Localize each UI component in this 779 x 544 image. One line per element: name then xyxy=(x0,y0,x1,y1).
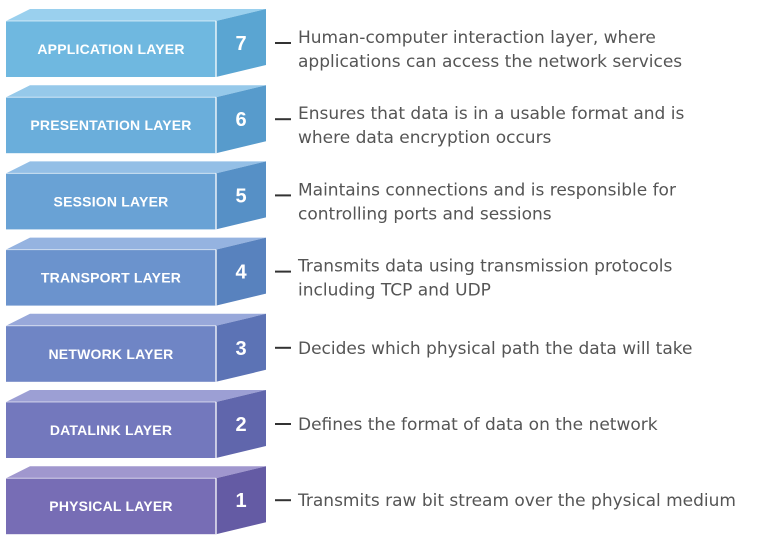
layer-side-face xyxy=(216,390,266,458)
layer-side-face xyxy=(216,237,266,306)
layer-name: APPLICATION LAYER xyxy=(37,41,184,57)
layer-top-face xyxy=(6,161,266,174)
layer-front-face xyxy=(6,402,216,458)
layer-side-face xyxy=(216,161,266,230)
layer-name: PRESENTATION LAYER xyxy=(30,117,191,133)
layer-description-line: Ensures that data is in a usable format … xyxy=(298,104,684,124)
layer-front-face xyxy=(6,21,216,77)
layer-number: 5 xyxy=(235,185,246,207)
layer-front-face xyxy=(6,478,216,535)
layer-description-line: Transmits data using transmission protoc… xyxy=(297,257,673,277)
layer-front-face xyxy=(6,173,216,230)
layer-top-face xyxy=(6,85,266,98)
layer-side-face xyxy=(216,466,266,535)
layer-side-face xyxy=(216,85,266,154)
layer-side-face xyxy=(216,9,266,77)
layer-4: TRANSPORT LAYER 4 Transmits data using tra… xyxy=(6,237,673,306)
layer-top-face xyxy=(6,390,266,402)
layer-name: NETWORK LAYER xyxy=(49,346,174,362)
layer-name: TRANSPORT LAYER xyxy=(41,270,181,286)
layer-top-face xyxy=(6,9,266,21)
layer-top-face xyxy=(6,466,266,479)
layer-3: NETWORK LAYER 3 Decides which physical pat… xyxy=(6,313,692,382)
layer-number: 3 xyxy=(235,338,246,360)
layer-description-line: Transmits raw bit stream over the physic… xyxy=(297,491,736,511)
layer-5: SESSION LAYER 5 Maintains connections and … xyxy=(6,161,676,230)
layer-top-face xyxy=(6,313,266,326)
layer-number: 7 xyxy=(235,33,246,55)
layer-1: PHYSICAL LAYER 1 Transmits raw bit stream … xyxy=(6,466,736,535)
layer-description-line: controlling ports and sessions xyxy=(298,204,552,224)
layer-description-line: where data encryption occurs xyxy=(298,128,552,148)
layer-name: DATALINK LAYER xyxy=(50,422,172,438)
layer-number: 6 xyxy=(235,109,246,131)
layer-name: PHYSICAL LAYER xyxy=(49,498,172,514)
layer-description-line: Defines the format of data on the networ… xyxy=(298,415,658,435)
layer-number: 2 xyxy=(235,414,246,436)
layer-6: PRESENTATION LAYER 6 Ensures that data is … xyxy=(6,85,684,154)
layer-description-line: Decides which physical path the data wil… xyxy=(298,339,692,359)
layer-front-face xyxy=(6,325,216,382)
layer-name: SESSION LAYER xyxy=(54,193,169,209)
layer-7: APPLICATION LAYER 7 Human-computer interac… xyxy=(6,9,682,77)
layer-top-face xyxy=(6,237,266,250)
layer-description-line: including TCP and UDP xyxy=(298,281,491,301)
layer-2: DATALINK LAYER 2 Defines the format of dat… xyxy=(6,390,658,458)
layer-description-line: Maintains connections and is responsible… xyxy=(298,180,676,200)
layer-description-line: applications can access the network serv… xyxy=(298,52,682,72)
layer-front-face xyxy=(6,249,216,306)
layer-number: 1 xyxy=(235,490,246,512)
layer-description-line: Human-computer interaction layer, where xyxy=(298,28,656,48)
layer-front-face xyxy=(6,97,216,154)
layer-side-face xyxy=(216,313,266,382)
layer-number: 4 xyxy=(235,262,247,284)
